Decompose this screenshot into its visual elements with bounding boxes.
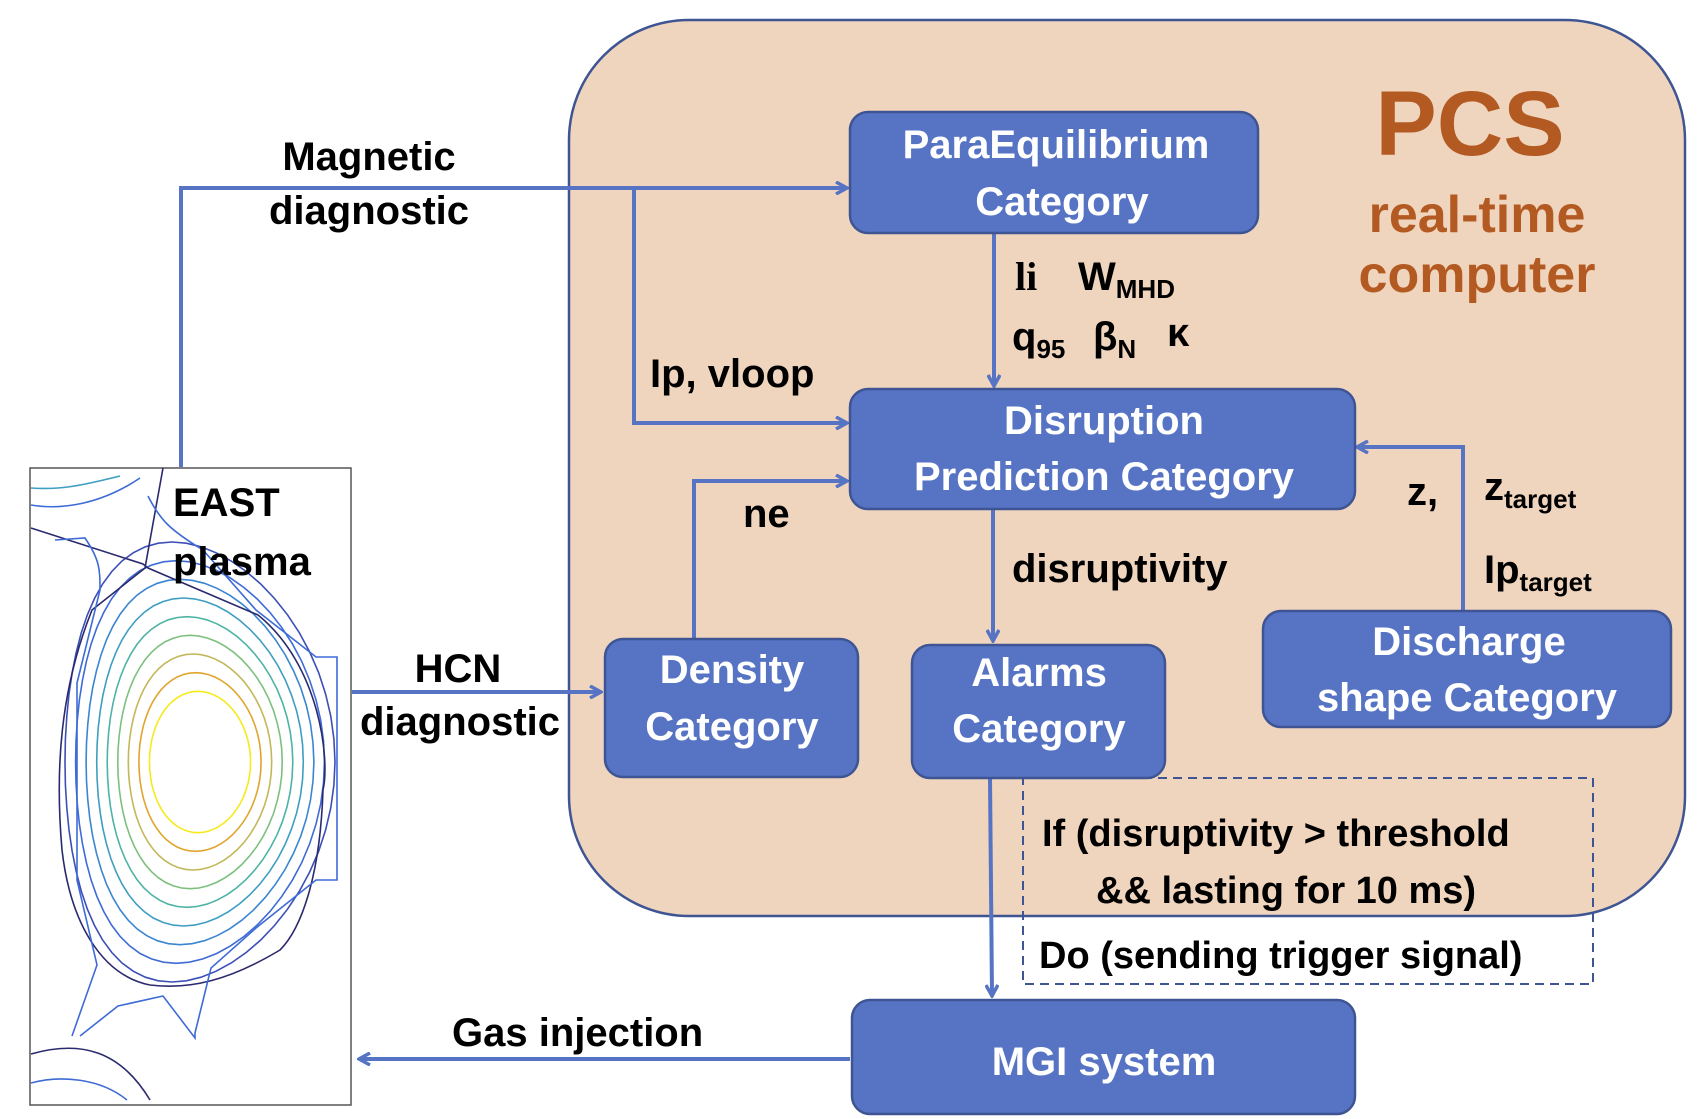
ne-arrow [692,481,846,639]
paraequilibrium-category-node[interactable]: ParaEquilibrium Category [848,110,1260,235]
east-plasma-panel: EAST plasma [29,467,352,1106]
node-label: shape Category [1317,676,1618,720]
shape-params-arrow [1358,447,1465,610]
node-label: MGI system [992,1040,1217,1084]
disruption-prediction-category-node[interactable]: Disruption Prediction Category [848,387,1357,511]
plasma-label-line1: EAST [173,481,280,525]
flux-contour [116,634,284,890]
flux-contour [95,597,305,927]
wmhd-label: WMHD [1078,255,1175,304]
mgi-system-node[interactable]: MGI system [850,998,1357,1116]
pcs-subtitle-line2: computer [1359,246,1596,304]
shape-params-label: z, ztarget Iptarget [1407,465,1592,597]
pcs-title: PCS [1375,73,1564,175]
ip-vloop-arrow [632,188,846,423]
upper-contour [30,475,121,490]
q95-label: q95 [1012,315,1065,364]
plasma-label-line2: plasma [173,540,312,584]
trigger-arrow [990,777,992,995]
magnetic-label-line2: diagnostic [269,189,469,233]
hcn-label-line2: diagnostic [360,700,560,744]
gas-injection-label: Gas injection [452,1011,703,1055]
ne-label: ne [743,492,790,536]
z-label: z, [1407,470,1438,514]
flux-contour [85,578,315,946]
separatrix [30,467,326,988]
betan-label: βN [1093,315,1136,364]
ip-target-label: Iptarget [1484,548,1592,597]
condition-line3: Do (sending trigger signal) [1039,935,1522,977]
flux-contour [106,615,294,909]
node-label: Prediction Category [914,455,1295,499]
node-label: Disruption [1004,399,1204,443]
alarms-category-node[interactable]: Alarms Category [910,643,1167,780]
pcs-subtitle-line1: real-time [1369,186,1586,244]
lower-contour [30,1078,128,1101]
flux-contour [74,559,326,965]
hcn-label-line1: HCN [415,647,502,691]
node-label: Category [645,705,819,749]
kappa-label: κ [1167,311,1190,355]
lower-contour [30,1047,151,1101]
condition-line1: If (disruptivity > threshold [1042,813,1510,855]
node-label: Discharge [1372,620,1565,664]
density-category-node[interactable]: Density Category [603,637,860,779]
node-label: ParaEquilibrium [903,123,1210,167]
node-label: Category [975,180,1149,224]
vessel-wall [54,495,338,1041]
upper-contour [30,477,141,508]
flux-contour [148,690,252,834]
flux-contour [138,671,262,853]
node-label: Category [952,707,1126,751]
li-label: li [1015,254,1037,299]
trigger-condition-box: If (disruptivity > threshold && lasting … [1022,777,1594,985]
condition-line2: && lasting for 10 ms) [1096,870,1476,912]
magnetic-label-line1: Magnetic [282,135,455,179]
node-label: Alarms [971,651,1107,695]
node-label: Density [660,648,805,692]
flux-contour [64,541,336,983]
magnetic-diagnostic-arrow [179,188,846,467]
flux-contours [64,541,336,983]
flux-contour [127,653,273,871]
equilibrium-params-label: li WMHD q95 βN κ [1012,254,1190,364]
ip-vloop-label: Ip, vloop [650,352,814,396]
discharge-shape-category-node[interactable]: Discharge shape Category [1261,609,1673,729]
disruptivity-label: disruptivity [1012,547,1228,591]
z-target-label: ztarget [1484,465,1577,514]
